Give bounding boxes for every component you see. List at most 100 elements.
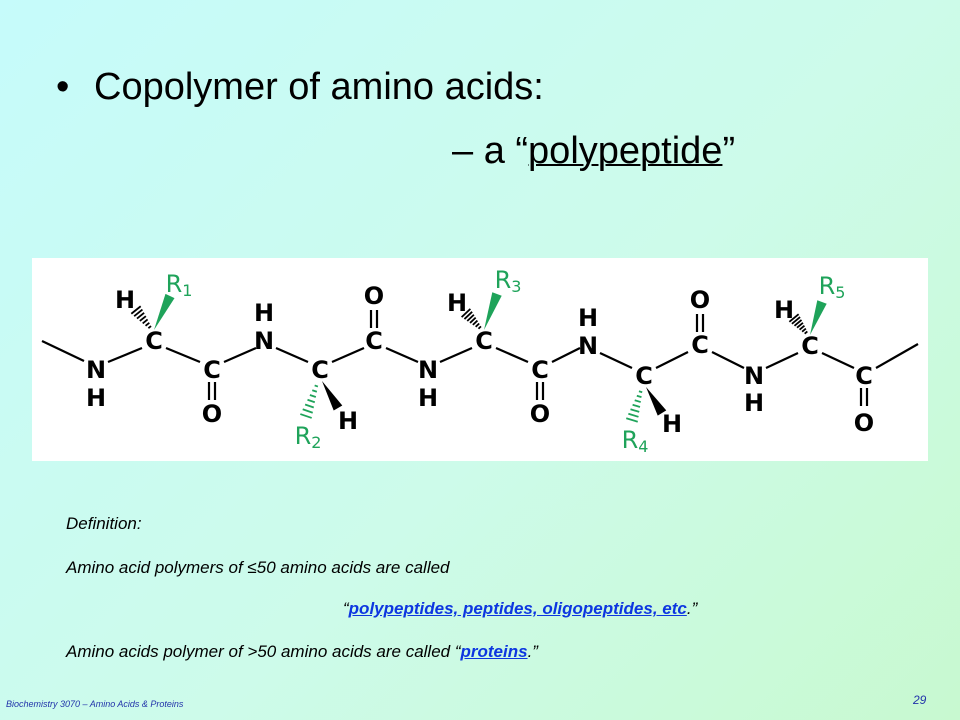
hash-ca3-h-7 — [461, 308, 471, 318]
wedge-ca3-r3 — [484, 292, 502, 330]
hash-ca3-h-6 — [463, 311, 473, 320]
proteins-link[interactable]: proteins — [460, 642, 528, 661]
bond-ca3-c3 — [495, 346, 529, 364]
label-r4-subscript: 4 — [638, 437, 648, 456]
bond-ca2-c2 — [331, 346, 365, 364]
atom-o1: O — [202, 400, 222, 428]
sub-prefix: – a “ — [452, 130, 529, 172]
line3-text: Amino acids polymer of >50 amino acids a… — [66, 642, 461, 661]
wedge-ca4-h — [646, 387, 667, 416]
atom-ca4: C — [635, 362, 653, 390]
hash-ca2-r2-2 — [311, 389, 318, 393]
hash-ca2-r2-5 — [304, 403, 315, 409]
atom-c5: C — [855, 362, 873, 390]
atom-ca2-h: H — [338, 407, 358, 435]
atom-n4-h: H — [578, 304, 598, 332]
hash-ca4-r4-1 — [638, 390, 643, 394]
bond-ca1-c1 — [165, 346, 201, 364]
atom-n5: N — [744, 362, 764, 390]
hash-ca5-h-3 — [799, 325, 805, 331]
hash-ca4-r4-7 — [625, 417, 639, 423]
atom-o4: O — [690, 286, 710, 314]
definition-line-3: Amino acids polymer of >50 amino acids a… — [66, 642, 538, 662]
atom-n1-h: H — [86, 384, 106, 412]
label-r5-subscript: 5 — [835, 283, 845, 302]
definition-line-1: Amino acid polymers of ≤50 amino acids a… — [66, 558, 450, 577]
quote-open: “ — [343, 599, 349, 618]
hash-ca5-h-5 — [793, 319, 803, 327]
bond-n1-ca1 — [107, 346, 143, 364]
hash-ca1-h-5 — [136, 312, 145, 320]
hash-ca2-r2-6 — [302, 408, 314, 414]
atom-o5: O — [854, 409, 874, 437]
label-r4: R4 — [622, 426, 649, 456]
label-r3: R3 — [495, 266, 522, 296]
bond-c3-n4 — [551, 347, 581, 363]
bond-n2-ca2 — [275, 346, 309, 364]
atom-n2-h: H — [254, 299, 274, 327]
atom-ca3-h: H — [447, 289, 467, 317]
bullet-title: •Copolymer of amino acids: — [56, 66, 544, 109]
atom-n1: N — [86, 356, 106, 384]
atom-ca2: C — [311, 356, 329, 384]
hash-ca4-r4-4 — [632, 403, 641, 408]
hash-ca3-h-4 — [469, 316, 477, 324]
bullet-dot: • — [56, 66, 70, 108]
label-r2: R2 — [295, 422, 322, 452]
bond-n4-ca4 — [599, 352, 633, 369]
atom-ca5-h: H — [774, 296, 794, 324]
label-r3-subscript: 3 — [511, 277, 521, 296]
atom-ca4-h: H — [662, 410, 682, 438]
atom-ca5: C — [801, 332, 819, 360]
hash-ca3-h-5 — [466, 314, 475, 322]
atom-c3: C — [531, 356, 549, 384]
bond-n3-ca3 — [439, 346, 473, 364]
definition-line-2: “polypeptides, peptides, oligopeptides, … — [343, 599, 697, 619]
hash-ca2-r2-4 — [307, 398, 316, 404]
hash-ca3-h-3 — [472, 319, 479, 326]
atom-n3: N — [418, 356, 438, 384]
hash-ca1-h-7 — [130, 305, 142, 315]
atom-n5-h: H — [744, 389, 764, 417]
atom-c1: C — [203, 356, 221, 384]
atom-c4: C — [691, 331, 709, 359]
bond-ca5-c5 — [821, 352, 855, 369]
bond-n5-ca5 — [765, 352, 799, 369]
definition-heading: Definition: — [66, 514, 142, 533]
hash-ca4-r4-5 — [630, 408, 640, 413]
sub-suffix: ” — [722, 130, 736, 172]
chain-start-bond — [41, 340, 85, 362]
hash-ca3-h-2 — [475, 322, 480, 328]
hash-ca1-h-4 — [139, 315, 147, 322]
hash-ca4-r4-6 — [628, 412, 639, 418]
page-number: 29 — [913, 693, 927, 707]
hash-ca5-h-4 — [796, 322, 804, 329]
label-r2-subscript: 2 — [311, 433, 321, 452]
atom-o3: O — [530, 400, 550, 428]
atom-ca1-h: H — [115, 286, 135, 314]
atom-n3-h: H — [418, 384, 438, 412]
hash-ca3-h-1 — [477, 325, 482, 330]
bond-ca4-c4 — [655, 351, 689, 369]
hash-ca1-h-6 — [133, 308, 143, 317]
polypeptides-link[interactable]: polypeptides, peptides, oligopeptides, e… — [348, 599, 687, 618]
atom-o2: O — [364, 282, 384, 310]
hash-ca2-r2-1 — [314, 384, 319, 388]
hash-ca1-h-1 — [147, 325, 152, 329]
wedge-ca2-h — [322, 381, 343, 411]
hash-ca1-h-2 — [144, 322, 150, 327]
wedge-ca5-r5 — [810, 300, 827, 335]
bond-c2-n3 — [385, 346, 419, 364]
atom-ca3: C — [475, 327, 493, 355]
polypeptide-term: polypeptide — [528, 130, 723, 172]
hash-ca5-h-2 — [801, 327, 807, 333]
hash-ca4-r4-2 — [636, 394, 642, 398]
hash-ca2-r2-7 — [300, 413, 312, 419]
quote-close: .” — [686, 599, 698, 618]
wedge-ca1-r1 — [154, 293, 175, 330]
line3-close: .” — [527, 642, 538, 661]
atom-ca1: C — [145, 327, 163, 355]
label-r5: R5 — [819, 272, 846, 302]
hash-ca1-h-3 — [142, 318, 149, 325]
